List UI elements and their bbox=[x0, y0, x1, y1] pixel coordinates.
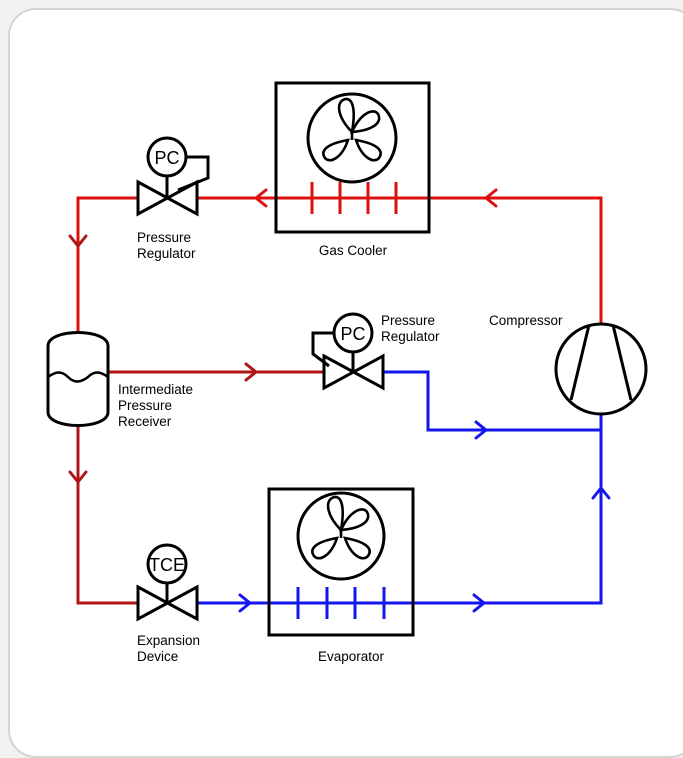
high-pressure-line bbox=[76, 196, 603, 336]
flow-arrows bbox=[68, 188, 611, 613]
flow-arrow bbox=[591, 486, 611, 500]
compressor-label: Compressor bbox=[489, 313, 563, 328]
pressure-regulator-middle: PC Pressure Regulator bbox=[311, 312, 440, 391]
compressor: Compressor bbox=[489, 313, 648, 416]
gas-cooler: Gas Cooler bbox=[274, 81, 431, 258]
receiver-label-line-3: Receiver bbox=[118, 414, 172, 429]
flow-arrow bbox=[254, 188, 268, 208]
evaporator-coil-ticks bbox=[296, 587, 386, 619]
flow-arrow bbox=[474, 420, 488, 440]
flow-arrow bbox=[244, 362, 258, 382]
receiver-label-line-2: Pressure bbox=[118, 398, 172, 413]
intermediate-pressure-receiver: Intermediate Pressure Receiver bbox=[46, 331, 193, 429]
pressure-regulator-top: PC Pressure Regulator bbox=[136, 136, 210, 261]
fan-icon bbox=[306, 92, 398, 184]
gas-cooler-coil-ticks bbox=[310, 182, 398, 214]
flow-arrow bbox=[472, 593, 486, 613]
regulator-label-line-2: Regulator bbox=[137, 246, 196, 261]
regulator-tag: PC bbox=[154, 148, 179, 168]
receiver-label-line-1: Intermediate bbox=[118, 382, 193, 397]
flow-arrow bbox=[238, 593, 252, 613]
expansion-label-line-2: Device bbox=[137, 649, 178, 664]
fan-icon bbox=[296, 491, 386, 581]
flow-arrow bbox=[68, 470, 88, 484]
flow-arrow bbox=[68, 234, 88, 248]
expansion-device: TCE Expansion Device bbox=[136, 543, 200, 664]
expansion-tag: TCE bbox=[149, 555, 185, 575]
regulator-label-line-1: Pressure bbox=[381, 313, 435, 328]
low-pressure-line bbox=[197, 370, 603, 605]
flow-arrow bbox=[484, 188, 498, 208]
intermediate-pressure-line bbox=[76, 370, 324, 605]
regulator-label-line-1: Pressure bbox=[137, 230, 191, 245]
gas-cooler-label: Gas Cooler bbox=[319, 243, 388, 258]
evaporator: Evaporator bbox=[267, 487, 415, 664]
expansion-label-line-1: Expansion bbox=[137, 633, 200, 648]
regulator-tag: PC bbox=[340, 324, 365, 344]
evaporator-label: Evaporator bbox=[318, 649, 385, 664]
regulator-label-line-2: Regulator bbox=[381, 329, 440, 344]
